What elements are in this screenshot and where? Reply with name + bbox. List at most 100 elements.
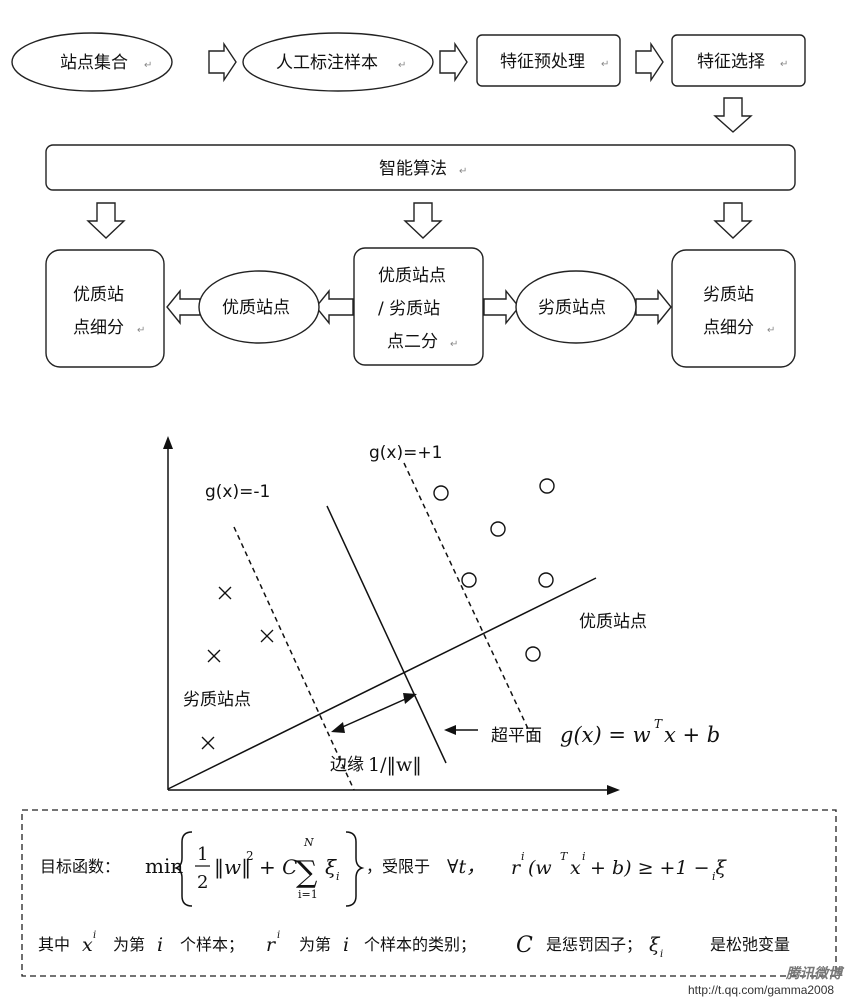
flow-arrow-down-1 <box>713 97 753 133</box>
sample-good <box>490 521 506 537</box>
label-margin: 边缘 <box>330 755 364 775</box>
hyperplane-pointer-head <box>444 725 456 735</box>
xi-symbol: ξ <box>325 855 337 879</box>
note-a: 其中 <box>38 935 70 954</box>
constraint-body: (w <box>528 857 552 879</box>
hyperplane-line <box>326 505 447 764</box>
note-d: 为第 <box>299 935 331 954</box>
paragraph-mark: ↵ <box>398 60 406 71</box>
flow-arrow-right <box>483 289 672 325</box>
constraint-tail-sub: i <box>712 870 716 883</box>
flow-node-bad-subdivide-line2: 点细分 <box>703 318 754 338</box>
constraint-x: x <box>570 857 581 879</box>
constraint-T: T <box>560 850 569 863</box>
sum-upper: N <box>303 836 314 849</box>
paragraph-mark: ↵ <box>780 59 788 70</box>
sample-bad <box>260 629 274 643</box>
fraction-numerator: 1 <box>197 844 208 865</box>
note-c: 个样本； <box>180 935 244 954</box>
note-e: 个样本的类别； <box>364 935 476 954</box>
flow-node-binary-split-line1: 优质站点 <box>378 266 446 286</box>
sample-good <box>525 646 541 662</box>
flow-arrow-left <box>166 289 354 325</box>
flow-node-bad-subdivide: 劣质站 点细分 ↵ <box>671 249 796 368</box>
formula-box: 目标函数： min 1 2 ‖w‖ 2 + C ∑ N i=1 ξ i ，受限于… <box>21 809 837 977</box>
constraint-r-sup: i <box>521 850 525 863</box>
note-xi: ξ <box>649 934 661 956</box>
watermark-url: http://t.qq.com/gamma2008 <box>688 983 834 997</box>
label-hyperplane: 超平面 <box>491 726 542 746</box>
margin-line-plus <box>403 462 531 734</box>
margin-line-minus <box>233 526 355 791</box>
watermark-logo: 腾讯微博 <box>785 965 845 981</box>
plus-c: + C <box>259 855 297 879</box>
paragraph-mark: ↵ <box>137 325 145 336</box>
norm-w: ‖w‖ <box>214 855 251 880</box>
paragraph-mark: ↵ <box>450 339 458 350</box>
objective-label: 目标函数： <box>40 857 120 876</box>
flow-node-manual-label-text: 人工标注样本 <box>276 53 378 73</box>
flow-node-algorithm-label: 智能算法 <box>379 159 447 179</box>
flow-arrow-2 <box>439 41 468 83</box>
flow-arrow-1 <box>208 41 237 83</box>
forall-t: ∀t， <box>447 856 485 878</box>
fraction-denominator: 2 <box>197 872 208 893</box>
flow-node-bad-subdivide-line1: 劣质站 <box>703 285 754 305</box>
note-b: 为第 <box>113 935 145 954</box>
margin-arrowhead-right <box>403 693 417 704</box>
class-separator-line <box>167 577 597 790</box>
flow-node-preprocess: 特征预处理 ↵ <box>476 34 621 87</box>
sample-bad <box>201 736 215 750</box>
note-r: r <box>266 934 277 956</box>
xi-sub: i <box>336 870 340 883</box>
flow-node-algorithm: 智能算法 ↵ <box>45 144 796 191</box>
flow-node-good-subdivide-line1: 优质站 <box>73 285 124 305</box>
constraint-tail: + b) ≥ +1 − ξ <box>590 857 728 879</box>
hyperplane-formula: g(x) = w <box>560 723 651 747</box>
flow-node-binary-split-line2: / 劣质站 <box>378 299 440 319</box>
flow-node-site-set: 站点集合 ↵ <box>11 32 173 92</box>
note-x: x <box>82 934 93 956</box>
objective-min: min <box>145 854 183 878</box>
note-i2: i <box>343 934 349 956</box>
flow-arrow-down-left <box>86 202 126 239</box>
subject-to: ，受限于 <box>366 857 430 876</box>
margin-formula: 1/‖w‖ <box>368 754 422 776</box>
margin-arrow <box>337 696 411 730</box>
sample-good <box>461 572 477 588</box>
brace-left <box>173 831 193 907</box>
flow-arrow-3 <box>635 41 664 83</box>
note-xi-sub: i <box>660 949 663 960</box>
sample-good <box>538 572 554 588</box>
x-axis-arrowhead <box>607 785 620 795</box>
hyperplane-formula-sup: T <box>654 717 663 731</box>
note-i1: i <box>157 934 163 956</box>
norm-square: 2 <box>246 849 254 863</box>
paragraph-mark: ↵ <box>144 60 152 71</box>
label-class-good: 优质站点 <box>579 612 647 632</box>
svm-diagram: g(x)=-1 g(x)=+1 优质站点 劣质站点 超平面 g(x) = w T… <box>163 436 720 795</box>
flow-node-feature-select-label: 特征选择 <box>697 52 765 72</box>
flow-arrow-down-right <box>713 202 753 239</box>
flow-node-feature-select: 特征选择 ↵ <box>671 34 806 87</box>
sample-good <box>539 478 555 494</box>
sample-bad <box>218 586 232 600</box>
flow-node-manual-label: 人工标注样本 ↵ <box>242 32 434 92</box>
hyperplane-formula-tail: x + b <box>664 723 720 747</box>
note-f: 是惩罚因子； <box>546 935 642 954</box>
flow-node-bad-oval-label: 劣质站点 <box>538 298 606 318</box>
constraint-x-sup: i <box>582 850 586 863</box>
label-class-bad: 劣质站点 <box>183 690 251 710</box>
flow-node-good-subdivide-line2: 点细分 <box>73 318 124 338</box>
flow-node-site-set-label: 站点集合 <box>60 53 128 73</box>
sum-symbol: ∑ <box>296 855 318 890</box>
flow-arrow-down-center <box>403 202 443 239</box>
flow-node-binary-split-line3: 点二分 <box>387 332 438 352</box>
flow-node-preprocess-label: 特征预处理 <box>500 52 585 72</box>
note-g: 是松弛变量 <box>710 935 790 954</box>
margin-arrowhead-left <box>331 722 345 733</box>
y-axis-arrowhead <box>163 436 173 449</box>
flow-node-good-oval: 优质站点 <box>198 270 320 344</box>
paragraph-mark: ↵ <box>459 166 467 177</box>
